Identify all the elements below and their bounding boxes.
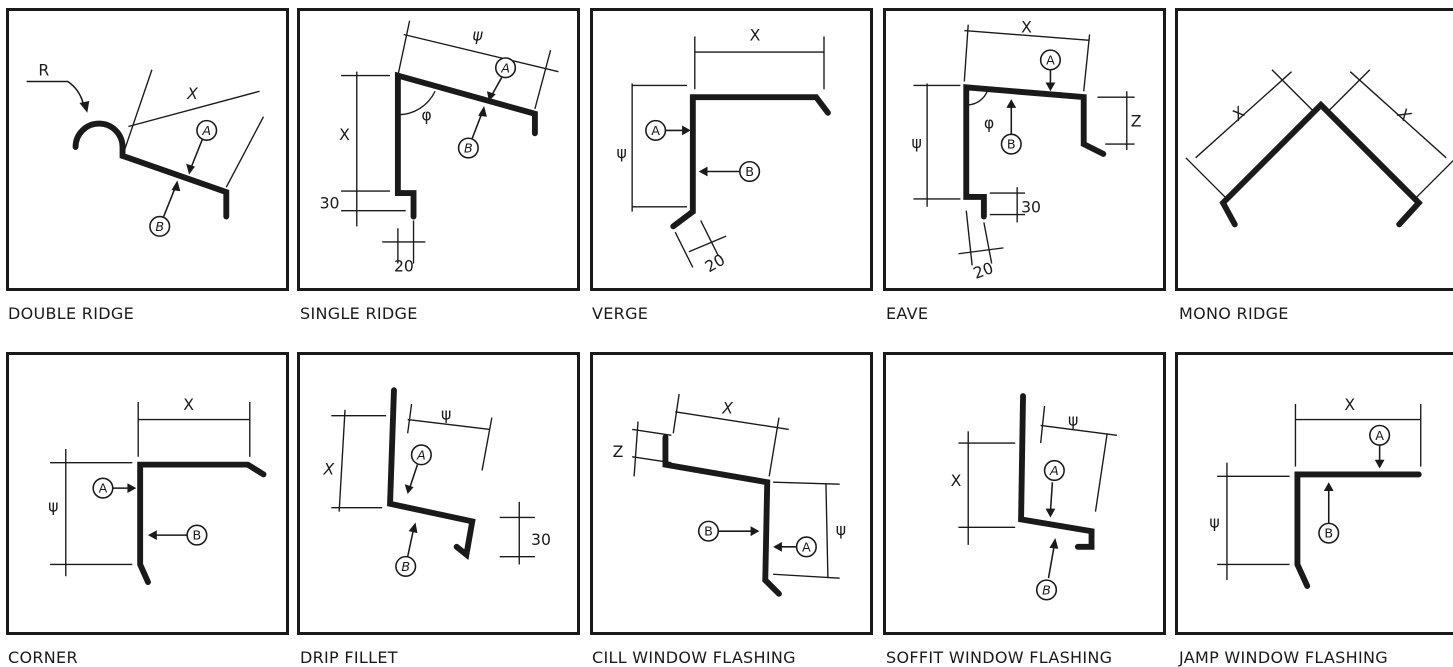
dim-20-label: 20 xyxy=(702,250,729,276)
bubble-a xyxy=(1043,459,1065,482)
caption-jamp-window-flashing: JAMP WINDOW FLASHING xyxy=(1179,648,1388,667)
dim-psi-label: ψ xyxy=(1068,410,1078,429)
bubble-a xyxy=(1369,424,1391,446)
caption-cill-window-flashing: CILL WINDOW FLASHING xyxy=(592,648,796,667)
dim-30-label: 30 xyxy=(320,194,340,213)
bubble-b xyxy=(149,215,171,237)
panel-verge: X ψ A B 20 xyxy=(590,8,873,291)
bubble-b xyxy=(1035,579,1058,601)
dim-psi-label: ψ xyxy=(48,497,58,516)
panel-cill-window-flashing: X Z ψ B A xyxy=(590,352,873,635)
panel-corner: X ψ A B xyxy=(6,352,289,635)
dim-z-label: Z xyxy=(613,442,624,461)
svg-text:A: A xyxy=(201,123,211,138)
dim-x-label: X xyxy=(721,399,734,418)
bubble-b xyxy=(457,137,479,159)
panel-jamp-window-flashing: X ψ A B xyxy=(1175,352,1453,635)
bubble-a xyxy=(410,444,432,466)
caption-double-ridge: DOUBLE RIDGE xyxy=(8,304,134,323)
dim-x-label: X xyxy=(339,125,350,144)
dim-psi-label: ψ xyxy=(836,520,846,539)
single-ridge-diagram: ψ X 30 φ 20 A B xyxy=(320,20,559,275)
dim-30-label: 30 xyxy=(531,530,551,549)
svg-text:A: A xyxy=(1046,52,1055,67)
svg-text:B: B xyxy=(745,164,754,179)
svg-text:A: A xyxy=(500,60,510,75)
dim-x-label: X xyxy=(322,459,335,478)
caption-eave: EAVE xyxy=(886,304,929,323)
svg-text:B: B xyxy=(193,528,202,543)
bubble-b xyxy=(1000,133,1022,155)
eave-diagram: X ψ φ Z 30 20 A B xyxy=(911,18,1142,283)
dim-20-label: 20 xyxy=(971,258,996,283)
dim-psi-label: ψ xyxy=(472,25,483,44)
caption-single-ridge: SINGLE RIDGE xyxy=(300,304,418,323)
svg-text:B: B xyxy=(401,559,410,574)
svg-text:A: A xyxy=(99,481,108,496)
panel-eave: X ψ φ Z 30 20 A B xyxy=(883,8,1166,291)
dim-psi-label: ψ xyxy=(1209,512,1219,531)
dim-z-label: Z xyxy=(1131,111,1142,130)
radius-label: R xyxy=(38,61,49,80)
svg-text:B: B xyxy=(1324,526,1333,541)
svg-text:B: B xyxy=(1007,137,1016,152)
drip-fillet-diagram: ψ X 30 A B xyxy=(322,387,551,577)
svg-text:A: A xyxy=(1375,428,1384,443)
soffit-window-flashing-diagram: ψ X A B xyxy=(951,393,1118,601)
dim-x-label: X xyxy=(186,84,199,103)
panel-soffit-window-flashing: ψ X A B xyxy=(883,352,1166,635)
dim-x1-label: X xyxy=(1227,102,1249,125)
bubble-b xyxy=(697,520,720,542)
svg-text:A: A xyxy=(651,123,660,138)
svg-text:A: A xyxy=(802,539,811,554)
dim-x-label: X xyxy=(750,25,761,44)
dim-psi-label: ψ xyxy=(911,133,921,152)
jamp-window-flashing-diagram: X ψ A B xyxy=(1209,395,1422,589)
panel-single-ridge: ψ X 30 φ 20 A B xyxy=(297,8,580,291)
bubble-b xyxy=(395,555,417,577)
caption-corner: CORNER xyxy=(8,648,78,667)
panel-mono-ridge: X X xyxy=(1175,8,1453,291)
dim-x-label: X xyxy=(1344,395,1355,414)
bubble-b xyxy=(186,524,208,546)
mono-ridge-diagram: X X xyxy=(1185,69,1453,228)
svg-text:B: B xyxy=(1042,582,1051,597)
bubble-a xyxy=(645,119,667,141)
dim-x-label: X xyxy=(1021,18,1032,37)
dim-30-label: 30 xyxy=(1021,198,1041,217)
angle-phi-label: φ xyxy=(984,113,994,132)
bubble-b xyxy=(1318,522,1340,544)
dim-x2-label: X xyxy=(1393,103,1415,126)
corner-diagram: X ψ A B xyxy=(48,395,267,586)
cill-window-flashing-diagram: X Z ψ B A xyxy=(613,394,846,597)
bubble-a xyxy=(92,477,114,499)
dim-psi-label: ψ xyxy=(616,143,626,162)
svg-text:B: B xyxy=(155,219,164,234)
dim-x-label: X xyxy=(183,395,194,414)
angle-phi-label: φ xyxy=(421,106,431,125)
double-ridge-diagram: R X A B xyxy=(26,61,265,237)
caption-verge: VERGE xyxy=(592,304,649,323)
bubble-a xyxy=(494,57,517,79)
svg-text:B: B xyxy=(704,524,713,539)
bubble-a xyxy=(1039,49,1062,71)
dim-psi-label: ψ xyxy=(441,405,451,424)
panel-drip-fillet: ψ X 30 A B xyxy=(297,352,580,635)
svg-text:B: B xyxy=(464,141,473,156)
bubble-a xyxy=(795,536,817,558)
dim-x-label: X xyxy=(951,471,962,490)
bubble-a xyxy=(196,119,218,141)
dim-20-label: 20 xyxy=(394,256,414,275)
bubble-b xyxy=(739,160,761,183)
verge-diagram: X ψ A B 20 xyxy=(616,25,831,276)
caption-soffit-window-flashing: SOFFIT WINDOW FLASHING xyxy=(886,648,1113,667)
caption-drip-fillet: DRIP FILLET xyxy=(300,648,398,667)
svg-text:A: A xyxy=(416,447,426,462)
svg-text:A: A xyxy=(1049,463,1059,478)
panel-double-ridge: R X A B xyxy=(6,8,289,291)
caption-mono-ridge: MONO RIDGE xyxy=(1179,304,1289,323)
